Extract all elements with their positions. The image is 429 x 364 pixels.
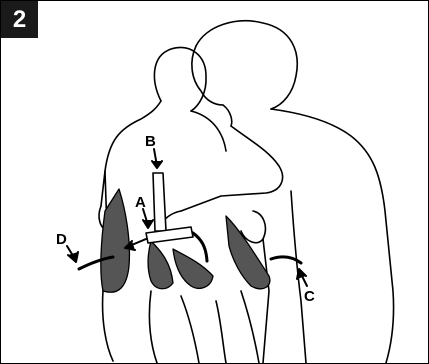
callout-label-b: B — [145, 133, 156, 150]
seated-patient — [99, 48, 269, 363]
callout-label-c: C — [304, 288, 315, 305]
center-bar — [193, 233, 207, 261]
sling — [101, 189, 270, 292]
strap-a — [146, 227, 193, 243]
caregiver — [161, 21, 394, 363]
callout-label-a: A — [135, 194, 146, 211]
handle-b — [153, 173, 166, 231]
callout-label-d: D — [56, 231, 67, 248]
